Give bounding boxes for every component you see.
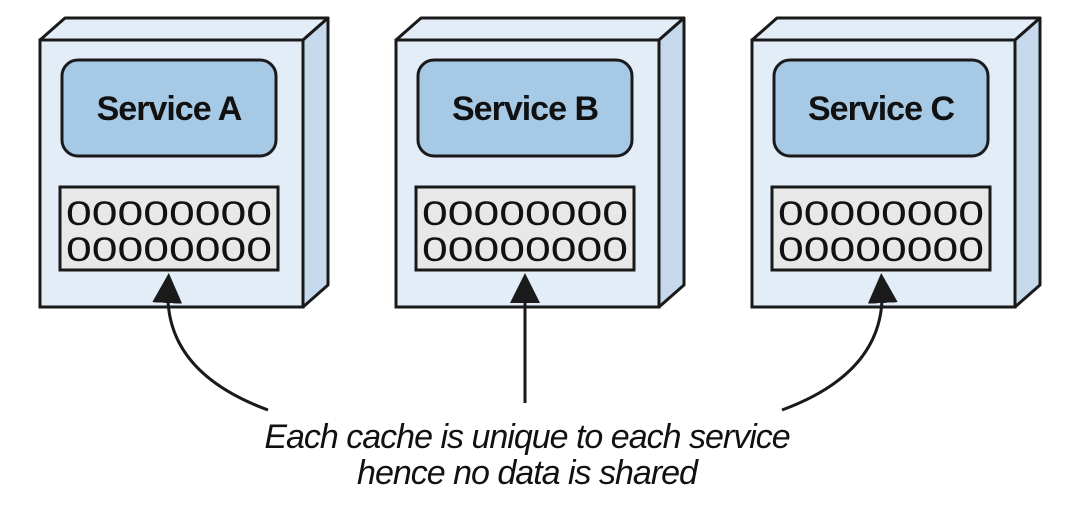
cache-row-bottom: 00000000 xyxy=(778,231,984,269)
cache-row-bottom: 00000000 xyxy=(66,231,272,269)
service-panel xyxy=(60,58,278,158)
box-side-face xyxy=(657,16,686,309)
box-top-face xyxy=(38,16,330,42)
box-top-face xyxy=(750,16,1042,42)
cache-row-top: 00000000 xyxy=(778,195,984,233)
cache-row-top: 00000000 xyxy=(422,195,628,233)
service-label: Service A xyxy=(97,90,242,128)
cache-row-bottom: 00000000 xyxy=(422,231,628,269)
caption-line-2: hence no data is shared xyxy=(357,454,699,492)
service-label: Service B xyxy=(452,90,598,128)
service-node-a: Service A 00000000 00000000 xyxy=(38,16,330,309)
arrow-to-cache-a xyxy=(152,273,269,412)
caption-line-1: Each cache is unique to each service xyxy=(264,418,789,456)
service-panel xyxy=(416,58,634,158)
cache-row-top: 00000000 xyxy=(66,195,272,233)
box-side-face xyxy=(1013,16,1042,309)
cache-block xyxy=(770,185,992,272)
service-label: Service C xyxy=(808,90,954,128)
box-side-face xyxy=(301,16,330,309)
service-node-b: Service B 00000000 00000000 xyxy=(394,16,686,309)
arrow-to-cache-c xyxy=(781,273,898,412)
service-node-c: Service C 00000000 00000000 xyxy=(750,16,1042,309)
service-panel xyxy=(772,58,990,158)
box-top-face xyxy=(394,16,686,42)
cache-block xyxy=(58,185,280,272)
cache-block xyxy=(414,185,636,272)
